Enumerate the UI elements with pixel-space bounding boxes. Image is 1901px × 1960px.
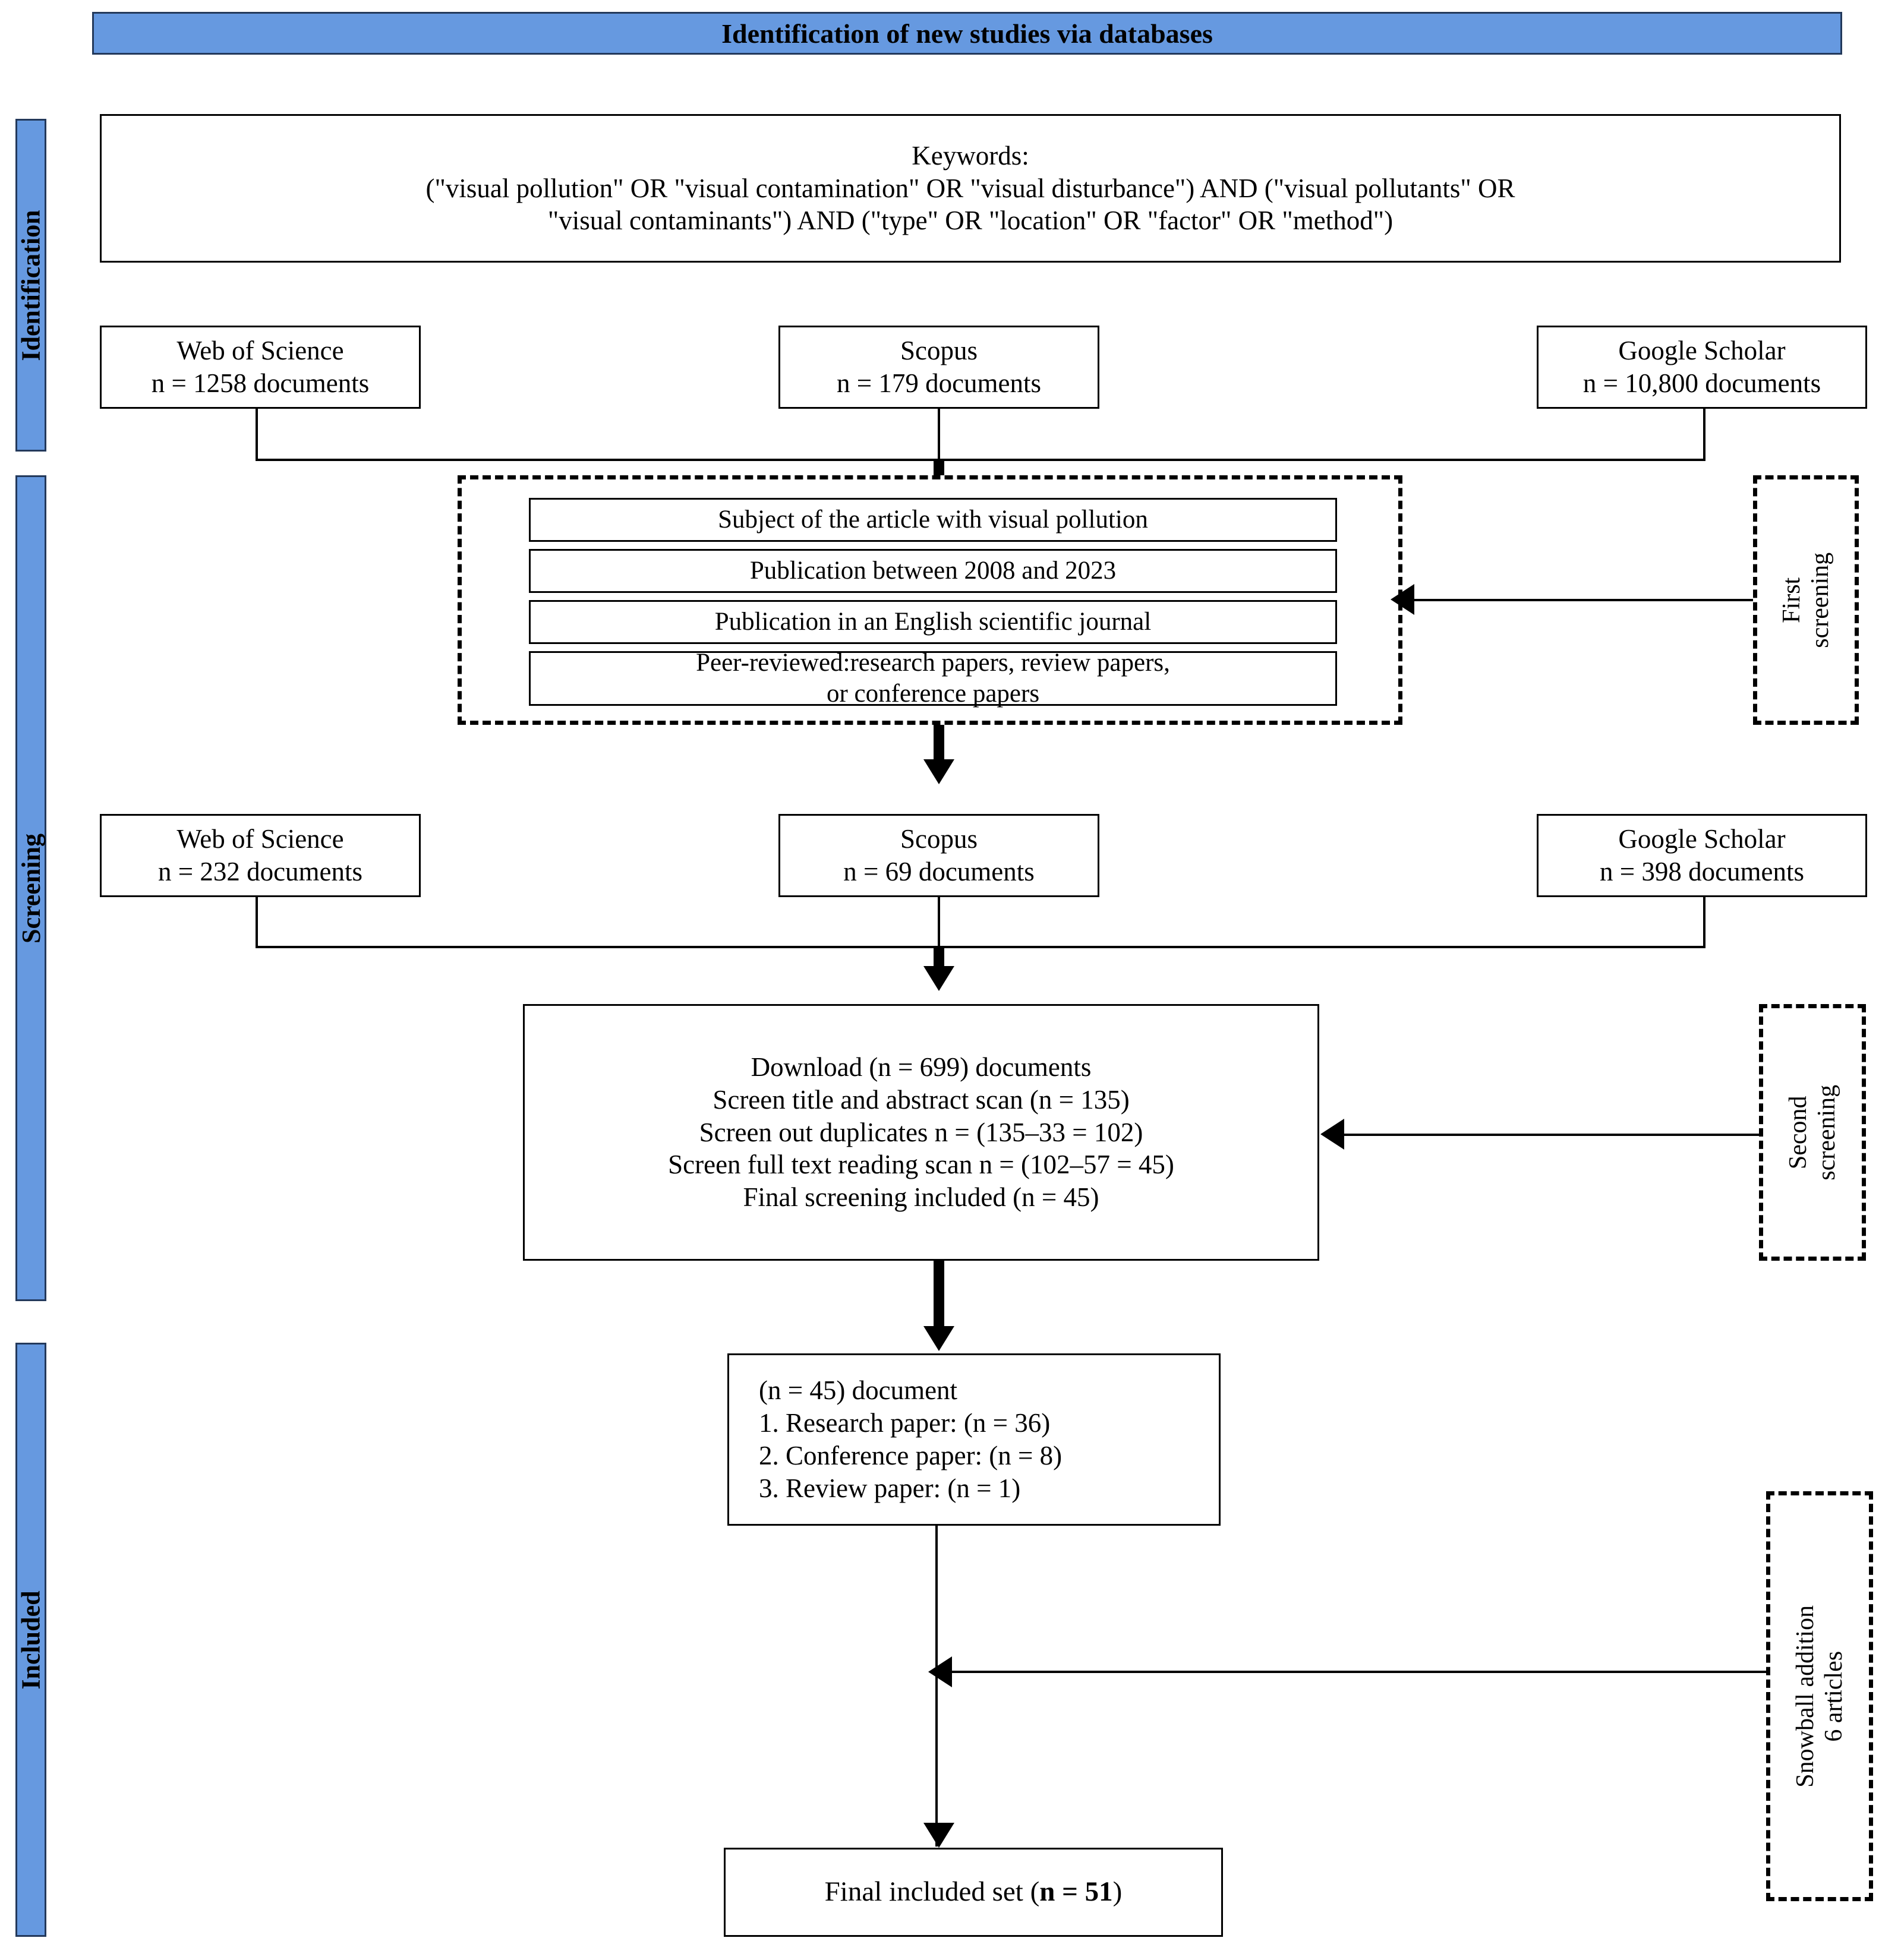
connector-merge-bar-identification [256,459,1705,461]
screening-step: Screen title and abstract scan (n = 135) [713,1084,1130,1115]
second-screening-steps-box: Download (n = 699) documents Screen titl… [523,1004,1319,1261]
final-box-prefix: Final included set ( [824,1876,1040,1908]
criterion-text: Publication between 2008 and 2023 [749,556,1117,585]
criterion-box-subject: Subject of the article with visual pollu… [529,498,1337,542]
criterion-text-line-1: Peer-reviewed:research papers, review pa… [696,648,1170,677]
connector-merge-bar-screening [256,946,1705,948]
keywords-box: Keywords: ("visual pollution" OR "visual… [100,114,1841,263]
source-name: Scopus [900,824,978,854]
source-count: n = 69 documents [843,857,1035,886]
arrow-to-second-screening [923,966,954,991]
source-box-google-scholar-identification: Google Scholar n = 10,800 documents [1537,326,1867,409]
connector-stem-first-screening-out [934,725,944,768]
final-box-value: n = 51 [1039,1876,1113,1908]
connector-wos-drop [256,409,258,461]
stage-band-screening: Screening [15,475,46,1301]
criterion-box-english-journal: Publication in an English scientific jou… [529,600,1337,644]
screening-step: Screen out duplicates n = (135–33 = 102) [699,1117,1143,1147]
snowball-addition-label-box: Snowball addition 6 articles [1766,1491,1873,1901]
screening-step: Download (n = 699) documents [751,1052,1092,1082]
connector-scopus2-drop [938,897,940,948]
source-name: Web of Science [176,336,344,366]
connector-stem-second-screening-out [934,1261,944,1334]
arrow-second-screening-label [1320,1119,1344,1150]
connector-snowball [945,1671,1766,1673]
final-box-suffix: ) [1112,1876,1123,1908]
document-types-box: (n = 45) document 1. Research paper: (n … [727,1353,1221,1526]
arrow-first-screening-label [1391,584,1414,615]
arrow-to-screening-sources [923,759,954,784]
arrow-to-final-box [923,1823,954,1848]
second-screening-label-line-1: Second [1784,1096,1812,1169]
connector-second-screening-label [1343,1134,1759,1136]
document-types-total: (n = 45) document [759,1375,958,1406]
header-title: Identification of new studies via databa… [721,18,1213,49]
source-count: n = 179 documents [836,368,1042,398]
source-box-web-of-science-identification: Web of Science n = 1258 documents [100,326,421,409]
stage-label-identification: Identification [16,209,46,361]
source-name: Scopus [900,336,978,366]
source-box-google-scholar-screening: Google Scholar n = 398 documents [1537,814,1867,897]
arrow-to-document-types [923,1326,954,1351]
stage-band-identification: Identification [15,119,46,452]
document-type-item: 2. Conference paper: (n = 8) [759,1441,1063,1470]
criterion-box-publication-years: Publication between 2008 and 2023 [529,549,1337,593]
source-count: n = 398 documents [1599,857,1805,886]
final-included-set-box: Final included set (n = 51) [724,1848,1223,1937]
criterion-text: Subject of the article with visual pollu… [718,505,1148,534]
second-screening-label-box: Second screening [1759,1004,1866,1261]
connector-first-screening-label [1414,599,1753,601]
source-count: n = 232 documents [157,857,363,886]
criterion-text: Publication in an English scientific jou… [714,607,1152,636]
first-screening-label-box: First screening [1753,475,1859,725]
source-box-scopus-identification: Scopus n = 179 documents [778,326,1099,409]
snowball-label-line-1: Snowball addition [1791,1605,1819,1788]
screening-step: Screen full text reading scan n = (102–5… [668,1150,1174,1180]
second-screening-label-line-2: screening [1813,1084,1840,1181]
connector-gs2-drop [1703,897,1705,948]
source-box-scopus-screening: Scopus n = 69 documents [778,814,1099,897]
stage-band-included: Included [15,1343,46,1937]
arrow-snowball-into-stem [928,1656,952,1687]
keywords-line-1: ("visual pollution" OR "visual contamina… [425,173,1515,203]
snowball-label-line-2: 6 articles [1820,1650,1848,1742]
header-banner: Identification of new studies via databa… [92,12,1842,55]
source-name: Google Scholar [1618,824,1786,854]
source-name: Google Scholar [1618,336,1786,366]
source-name: Web of Science [176,824,344,854]
document-type-item: 1. Research paper: (n = 36) [759,1408,1051,1438]
source-count: n = 1258 documents [151,368,370,398]
document-type-item: 3. Review paper: (n = 1) [759,1473,1021,1503]
screening-step: Final screening included (n = 45) [743,1182,1099,1213]
keywords-line-2: "visual contaminants") AND ("type" OR "l… [547,206,1394,236]
first-screening-label-line-1: First [1777,577,1805,623]
keywords-title: Keywords: [912,140,1029,171]
connector-gs-drop [1703,409,1705,461]
criterion-box-peer-reviewed: Peer-reviewed:research papers, review pa… [529,648,1337,708]
stage-label-included: Included [16,1590,46,1690]
stage-label-screening: Screening [16,833,46,943]
connector-scopus-drop [938,409,940,461]
first-screening-label-line-2: screening [1807,552,1834,648]
connector-wos2-drop [256,897,258,948]
criterion-text-line-2: or conference papers [826,680,1040,708]
source-count: n = 10,800 documents [1582,368,1821,398]
source-box-web-of-science-screening: Web of Science n = 232 documents [100,814,421,897]
